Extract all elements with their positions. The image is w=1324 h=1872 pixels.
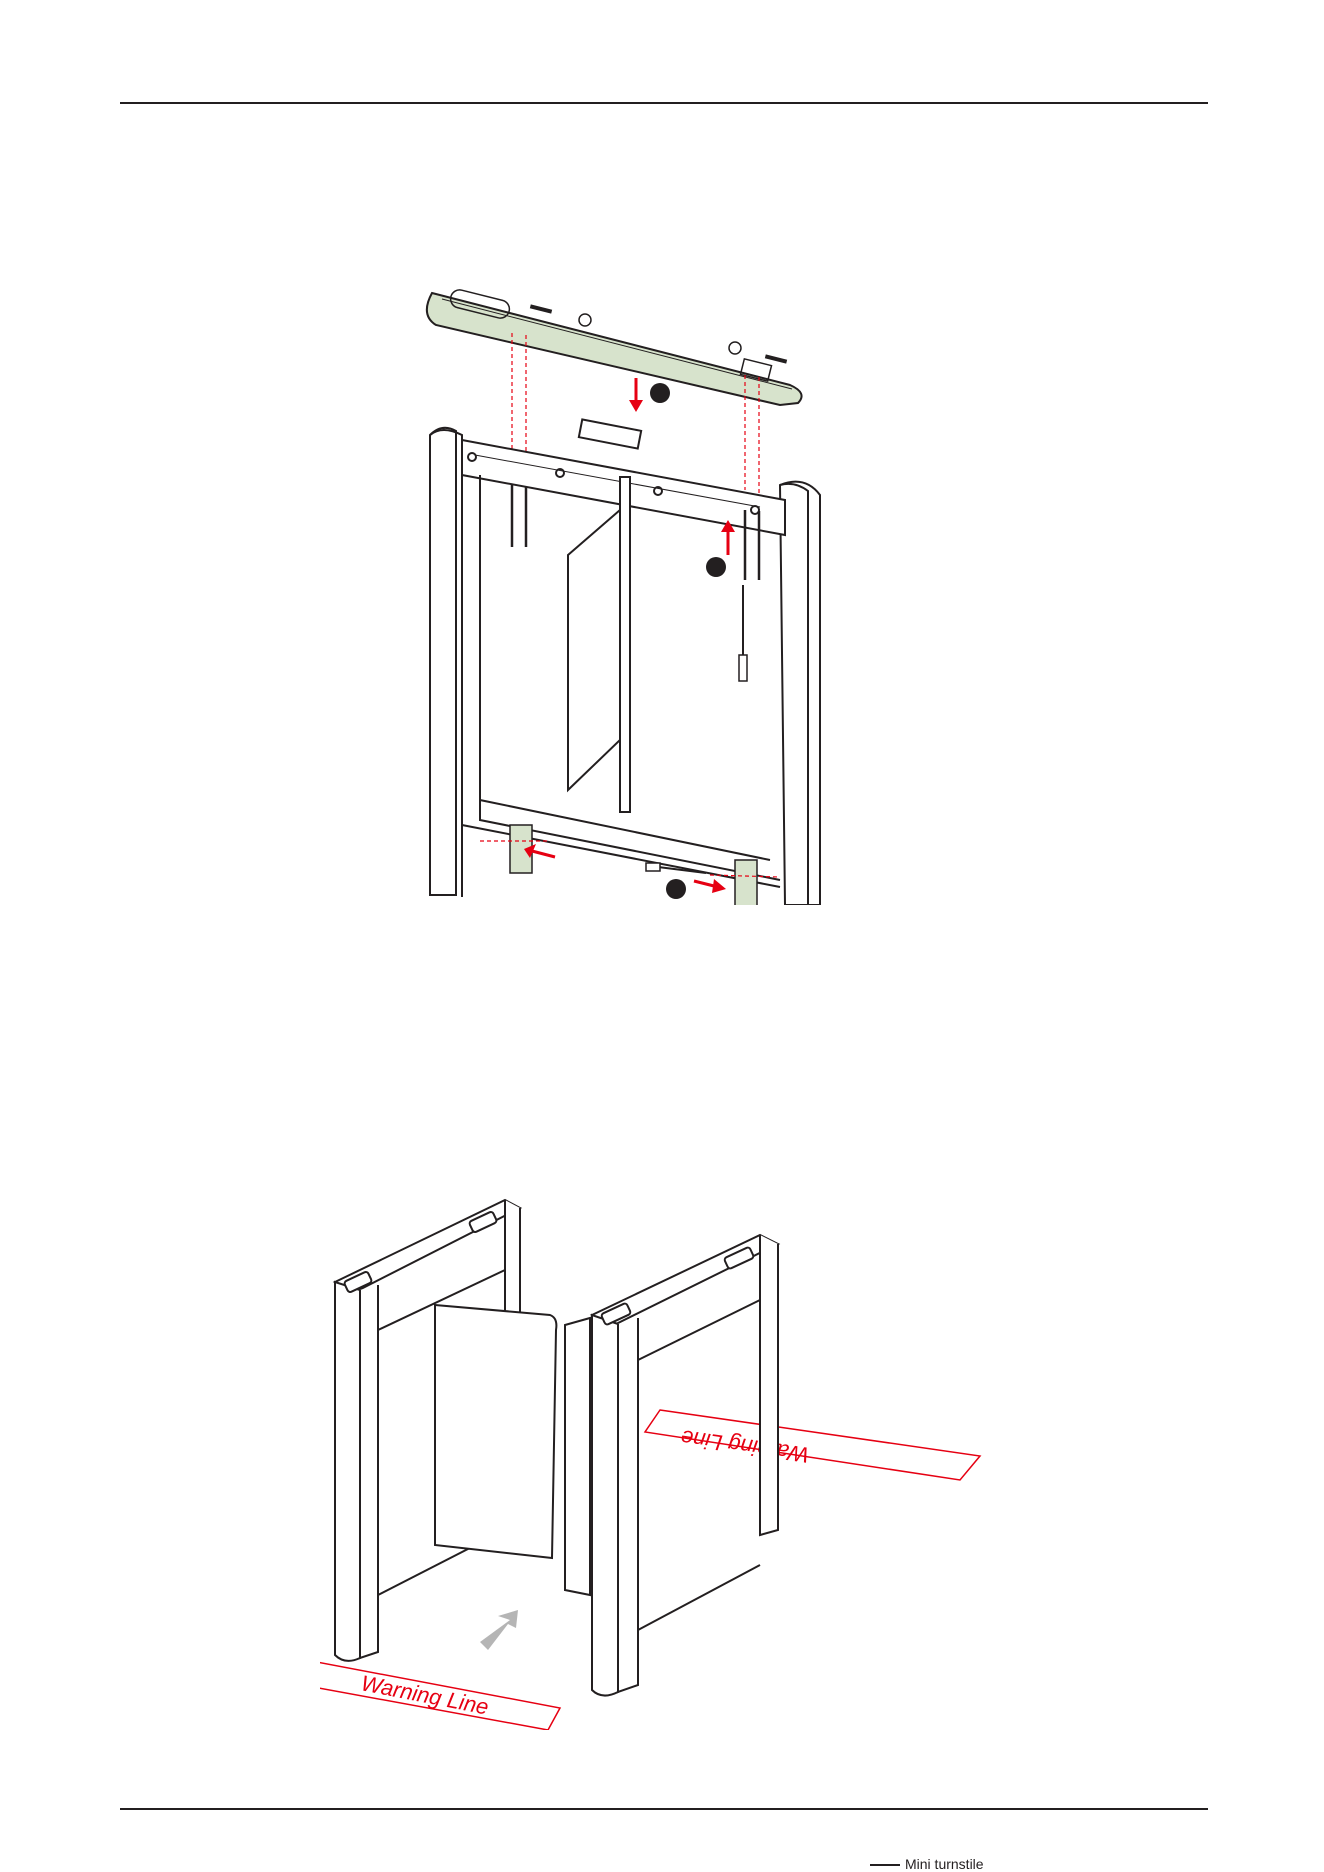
installed-turnstile-illustration: Warning Line Warning Line: [320, 1190, 1010, 1730]
warning-line-front: Warning Line: [320, 1656, 560, 1730]
bottom-brackets: [480, 825, 780, 905]
right-gate-wing: [565, 1318, 590, 1595]
top-panel-install-illustration: [420, 285, 920, 905]
step-2-marker: [706, 520, 747, 681]
left-gate-wing: [435, 1305, 556, 1558]
step-3-marker: [666, 879, 686, 899]
passage-direction-arrow: [480, 1610, 518, 1650]
warning-line-label-front: Warning Line: [359, 1670, 491, 1719]
top-panel: [427, 288, 802, 405]
warning-line-label-back: Warning Line: [679, 1425, 810, 1468]
footer-tick: [870, 1864, 900, 1866]
warning-line-back: Warning Line: [645, 1410, 980, 1480]
footer-caption: Mini turnstile: [905, 1856, 984, 1872]
right-turnstile-unit: [592, 1235, 778, 1696]
gate-wing: [568, 477, 630, 812]
header-rule: [120, 102, 1208, 104]
footer-rule: [120, 1808, 1208, 1810]
step-1-marker: [629, 378, 670, 412]
